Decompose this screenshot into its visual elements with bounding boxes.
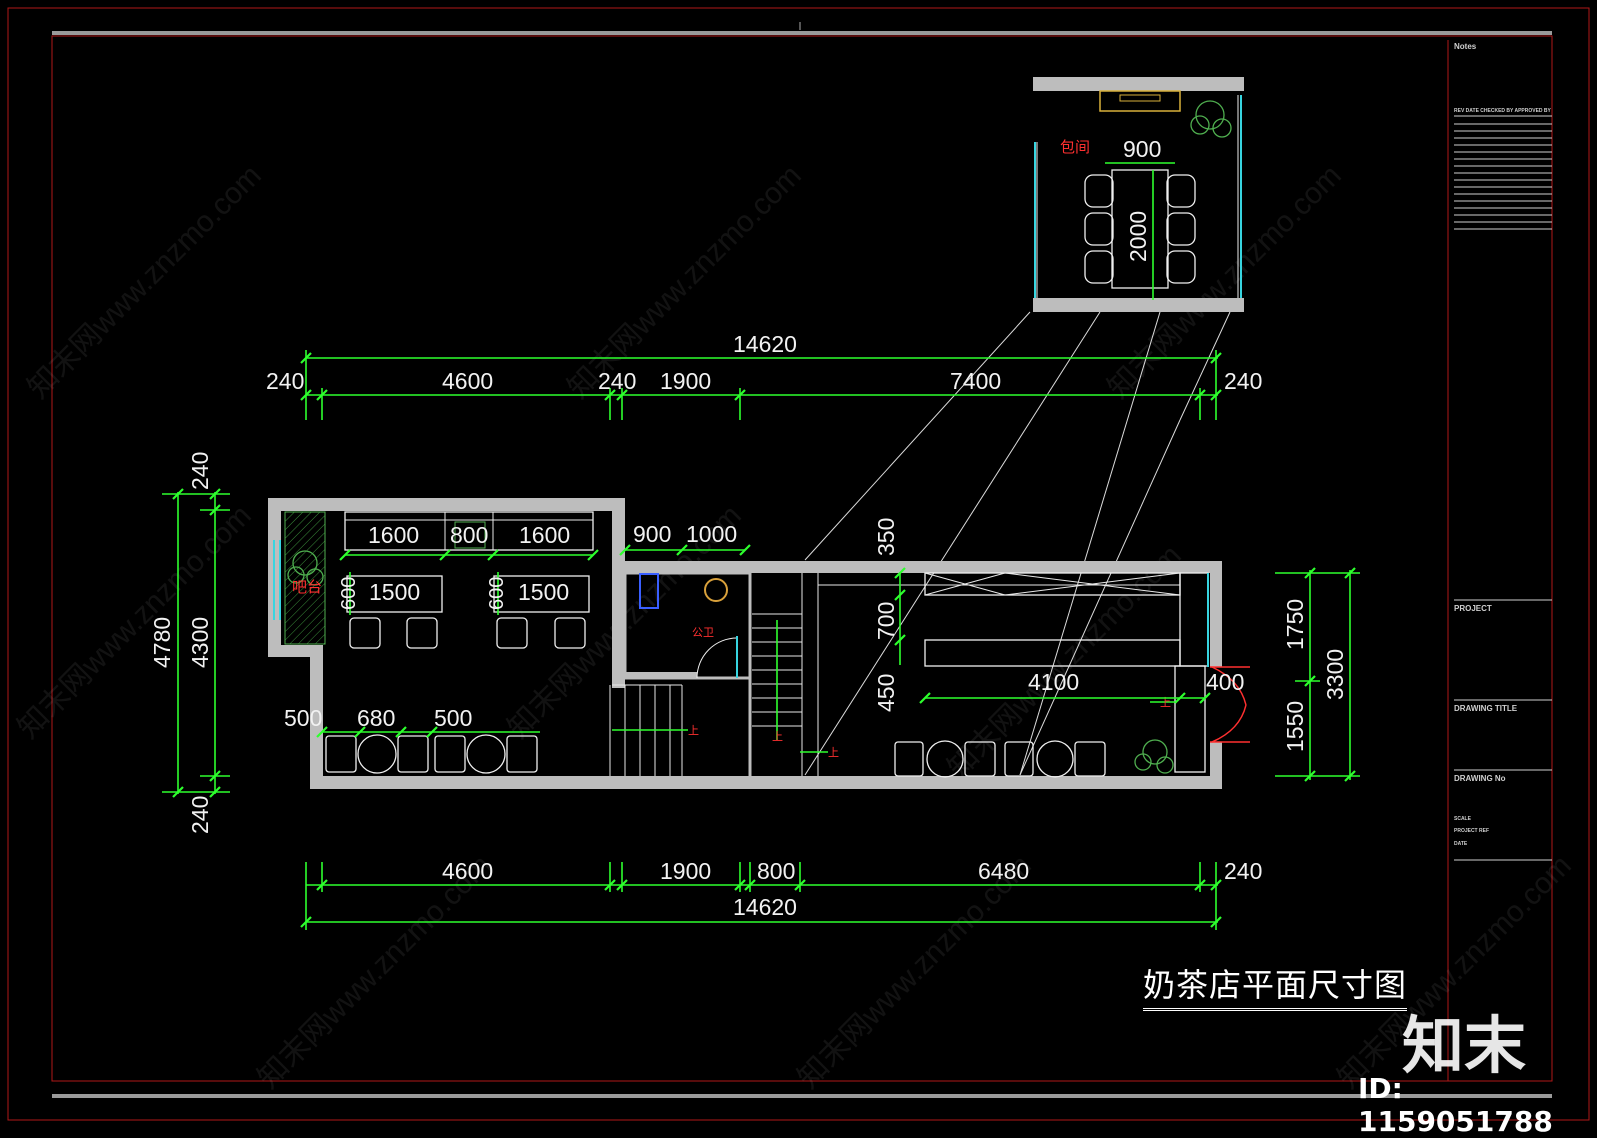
- dim-top-4600: 4600: [442, 368, 493, 394]
- dim-left-4300: 4300: [187, 617, 213, 668]
- dim-right-1550: 1550: [1282, 701, 1308, 752]
- dim-bottom-1900: 1900: [660, 858, 711, 884]
- dim-in-700: 700: [873, 602, 899, 640]
- dim-in-450: 450: [873, 674, 899, 712]
- dim-top-7400: 7400: [950, 368, 1001, 394]
- dim-in-4100: 4100: [1028, 669, 1079, 695]
- watermark-text: 知末网www.znzmo.com: [12, 499, 258, 745]
- dim-in-680: 680: [357, 705, 395, 731]
- tb-rev-header: REV DATE CHECKED BY APPROVED BY: [1454, 108, 1552, 114]
- dim-left-4780: 4780: [149, 617, 175, 668]
- watermark-text: 知末网www.znzmo.com: [22, 159, 268, 405]
- dim-in-600-b: 600: [486, 577, 508, 610]
- dim-in-350: 350: [873, 518, 899, 556]
- dim-top-1900: 1900: [660, 368, 711, 394]
- dim-in-1600-a: 1600: [368, 522, 419, 548]
- dim-in-1000: 1000: [686, 521, 737, 547]
- projection-lines: [804, 311, 1231, 776]
- watermark-logo: 知末: [1402, 1009, 1527, 1082]
- tb-date: DATE: [1454, 841, 1468, 847]
- dimension-lines: [162, 350, 1360, 930]
- dim-top-240-right: 240: [1224, 368, 1262, 394]
- dim-right-3300: 3300: [1322, 649, 1348, 700]
- dim-in-900: 900: [633, 521, 671, 547]
- label-up-2: 上: [772, 730, 783, 743]
- dim-right-1750: 1750: [1282, 599, 1308, 650]
- main-plan-furniture: 吧台 公卫: [273, 511, 1250, 778]
- dim-left-240-bottom: 240: [187, 796, 213, 834]
- tb-drawing-title: DRAWING TITLE: [1454, 704, 1518, 713]
- watermark-layer: 知末网www.znzmo.com 知末网www.znzmo.com 知末网www…: [12, 159, 1578, 1095]
- tb-scale: SCALE: [1454, 816, 1472, 822]
- label-up-1: 上: [688, 724, 699, 737]
- label-private-room: 包间: [1060, 138, 1090, 156]
- tb-drawing-no: DRAWING No: [1454, 774, 1506, 783]
- dim-bottom-800: 800: [757, 858, 795, 884]
- dimension-labels: 14620 240 4600 240 1900 7400 240 4600 19…: [149, 331, 1348, 920]
- dim-in-600-a: 600: [338, 577, 360, 610]
- dim-top-240-mid: 240: [598, 368, 636, 394]
- tb-project-ref: PROJECT REF: [1454, 828, 1489, 834]
- dim-in-800: 800: [450, 522, 488, 548]
- label-up-3: 上: [828, 746, 839, 759]
- label-bar: 吧台: [292, 578, 322, 596]
- dim-bottom-240: 240: [1224, 858, 1262, 884]
- label-restroom: 公卫: [692, 626, 714, 639]
- drawing-title: 奶茶店平面尺寸图: [1143, 960, 1408, 1011]
- dim-bottom-4600: 4600: [442, 858, 493, 884]
- dim-in-500-b: 500: [434, 705, 472, 731]
- dim-in-1500-b: 1500: [518, 579, 569, 605]
- dim-top-total: 14620: [733, 331, 797, 357]
- private-room-plan: 包间 900 2000: [1033, 77, 1244, 312]
- sheet-frame: [7, 7, 1590, 1121]
- dim-in-1600-b: 1600: [519, 522, 570, 548]
- dim-room-2000: 2000: [1125, 211, 1151, 262]
- tb-notes: Notes: [1454, 42, 1477, 51]
- dim-bottom-total: 14620: [733, 894, 797, 920]
- title-block: Notes REV DATE CHECKED BY APPROVED BY: [1454, 42, 1552, 861]
- dim-in-500-a: 500: [284, 705, 322, 731]
- dim-bottom-6480: 6480: [978, 858, 1029, 884]
- label-up-4: 上: [1160, 696, 1171, 709]
- dim-room-900: 900: [1123, 136, 1161, 162]
- dim-left-240-top: 240: [187, 452, 213, 490]
- dim-top-240-left: 240: [266, 368, 304, 394]
- dim-in-400: 400: [1206, 669, 1244, 695]
- watermark-id: ID: 1159051788: [1358, 1072, 1553, 1138]
- tb-project: PROJECT: [1454, 604, 1492, 613]
- dim-in-1500-a: 1500: [369, 579, 420, 605]
- watermark-text: 知末网www.znzmo.com: [942, 539, 1188, 785]
- main-plan-walls: [268, 498, 1222, 789]
